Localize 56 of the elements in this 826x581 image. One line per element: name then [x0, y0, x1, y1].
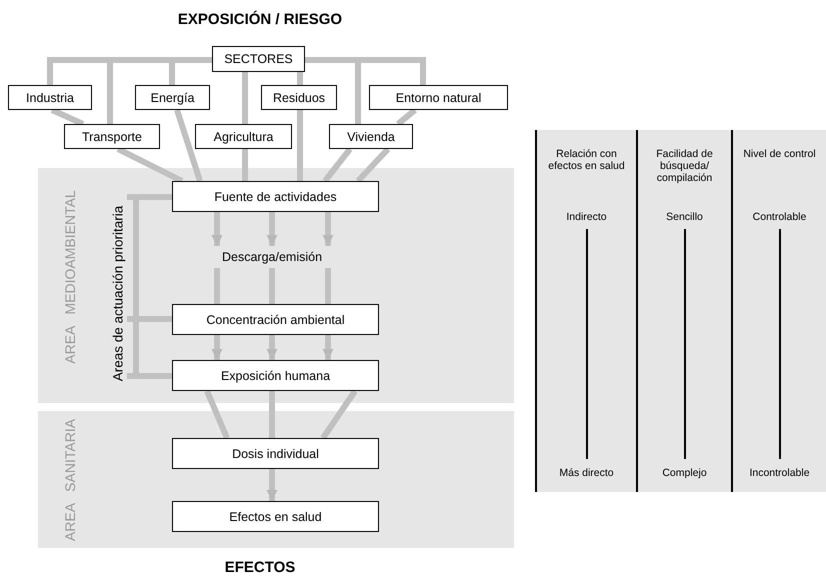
- process-box: Efectos en salud: [172, 501, 379, 532]
- process-box: Dosis individual: [172, 438, 379, 469]
- area-band: [38, 168, 514, 403]
- arrow: [266, 335, 278, 360]
- arrow: [212, 335, 222, 360]
- area-label: AREA MEDIOAMBIENTAL: [62, 189, 78, 366]
- scale-label: Más directo: [558, 467, 615, 479]
- vertical-label: Areas de actuación prioritaria: [110, 188, 127, 398]
- stage-label: Descarga/emisión: [222, 246, 322, 268]
- connector-line: [322, 147, 352, 183]
- process-box: Concentración ambiental: [172, 304, 379, 335]
- process-box: Energía: [135, 85, 210, 110]
- arrow: [266, 469, 278, 501]
- connector-line: [269, 391, 275, 438]
- scale-label: Indirecto: [565, 211, 608, 223]
- connector-line: [269, 268, 275, 304]
- process-box: Vivienda: [329, 124, 413, 149]
- process-box: Fuente de actividades: [172, 181, 379, 212]
- connector-line: [320, 389, 358, 440]
- arrow: [212, 212, 222, 246]
- connector-line: [127, 316, 172, 322]
- column-heading: Nivel de control: [742, 148, 817, 160]
- connector-line: [214, 268, 220, 304]
- scale-label: Sencillo: [665, 211, 704, 223]
- process-box: SECTORES: [212, 46, 305, 72]
- connector-line: [116, 146, 184, 184]
- connector-line: [396, 108, 417, 126]
- connector-line: [127, 373, 172, 379]
- connector-line: [356, 146, 390, 184]
- process-box: Industria: [8, 85, 92, 110]
- process-box: Transporte: [64, 124, 160, 149]
- connector-line: [204, 390, 230, 440]
- connector-line: [297, 72, 303, 85]
- column-heading: Relación con efectos en salud: [547, 148, 626, 172]
- connector-line: [50, 107, 84, 127]
- scale-label: Controlable: [752, 211, 808, 223]
- area-label: AREA SANITARIA: [62, 418, 78, 544]
- process-box: Agricultura: [195, 124, 292, 149]
- area-band: [38, 411, 514, 548]
- connector-line: [297, 110, 303, 181]
- connector-line: [242, 72, 248, 124]
- caption: EFECTOS: [224, 559, 296, 576]
- column-heading: Facilidad de búsqueda/ compilación: [655, 148, 714, 184]
- process-box: Exposición humana: [172, 360, 379, 391]
- scale-label: Incontrolable: [748, 467, 811, 479]
- arrow: [322, 335, 334, 360]
- connector-line: [127, 194, 172, 200]
- process-box: Residuos: [261, 85, 337, 110]
- process-box: Entorno natural: [369, 85, 508, 110]
- connector-line: [325, 268, 331, 304]
- scale-label: Complejo: [661, 467, 708, 479]
- arrow: [266, 212, 278, 246]
- connector-line: [242, 149, 248, 181]
- title: EXPOSICIÓN / RIESGO: [176, 11, 344, 28]
- arrow: [322, 212, 334, 246]
- connector-line: [174, 109, 203, 182]
